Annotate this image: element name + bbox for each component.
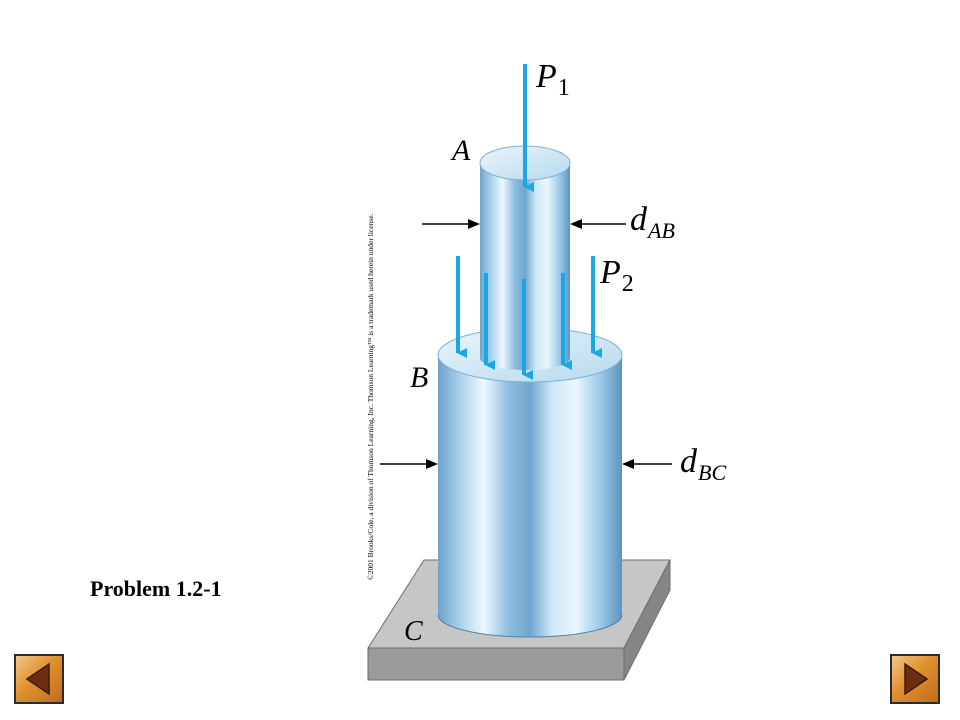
triangle-left-icon: [25, 662, 50, 696]
next-slide-button[interactable]: [890, 654, 940, 704]
dimension-label-ab: dAB: [630, 201, 675, 243]
load-label-p1: P1: [535, 58, 570, 101]
point-label-a: A: [450, 134, 471, 167]
load-label-p2: P2: [599, 254, 634, 297]
copyright-notice: ©2001 Brooks/Cole, a division of Thomson…: [366, 213, 375, 580]
load-arrows-p2: [456, 256, 602, 380]
triangle-right-icon: [904, 662, 929, 696]
problem-label: Problem 1.2-1: [90, 576, 222, 601]
dimension-bc-arrows: [380, 459, 672, 469]
dimension-ab-arrows: [422, 219, 626, 229]
point-label-c: C: [404, 616, 423, 647]
point-label-b: B: [410, 361, 428, 394]
dimension-label-bc: dBC: [680, 443, 726, 485]
cylinder-ab: [479, 145, 571, 370]
cylinder-bc: [437, 327, 623, 638]
previous-slide-button[interactable]: [14, 654, 64, 704]
